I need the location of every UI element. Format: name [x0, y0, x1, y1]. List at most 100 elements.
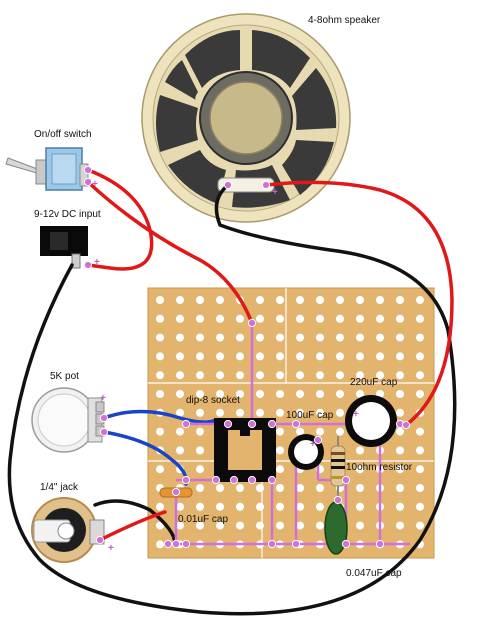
- board-hole: [196, 296, 204, 304]
- solder-point: [171, 539, 181, 549]
- board-hole: [356, 371, 364, 380]
- board-hole: [276, 314, 284, 323]
- board-hole: [196, 314, 204, 323]
- wire-red-jack: [98, 510, 167, 542]
- board-hole: [216, 333, 224, 342]
- solder-point: [247, 419, 257, 429]
- solder-point: [267, 419, 277, 429]
- board-hole: [176, 446, 184, 455]
- board-hole: [256, 333, 264, 342]
- label-cap-0047: 0.047uF cap: [346, 568, 402, 579]
- board-hole: [256, 352, 264, 361]
- board-hole: [176, 390, 184, 398]
- board-hole: [356, 502, 364, 511]
- board-hole: [256, 521, 264, 530]
- board-hole: [156, 502, 164, 511]
- board-hole: [396, 371, 404, 380]
- solder-point: [401, 420, 411, 430]
- board-hole: [296, 390, 304, 398]
- board-hole: [356, 484, 364, 492]
- ic-socket-icon: [214, 418, 276, 482]
- board-hole: [176, 314, 184, 323]
- solder-point: [313, 435, 323, 445]
- board-hole: [236, 502, 244, 511]
- solder-point: [181, 419, 191, 429]
- label-speaker: 4-8ohm speaker: [308, 15, 381, 26]
- board-hole: [336, 371, 344, 380]
- polarity-pot: +: [100, 393, 106, 404]
- board-hole: [376, 333, 384, 342]
- board-hole: [396, 427, 404, 436]
- board-hole: [316, 408, 324, 417]
- board-hole: [156, 465, 164, 474]
- board-hole: [316, 521, 324, 530]
- board-hole: [176, 352, 184, 361]
- board-hole: [176, 296, 184, 304]
- board-hole: [156, 296, 164, 304]
- board-hole: [316, 333, 324, 342]
- board-hole: [336, 408, 344, 417]
- board-hole: [396, 352, 404, 361]
- board-hole: [156, 352, 164, 361]
- board-hole: [396, 314, 404, 323]
- wire-red-speaker: [264, 180, 454, 427]
- board-hole: [216, 502, 224, 511]
- board-hole: [216, 352, 224, 361]
- resistor-icon: [330, 436, 346, 500]
- board-hole: [176, 408, 184, 417]
- board-hole: [336, 296, 344, 304]
- board-hole: [396, 333, 404, 342]
- board-hole: [356, 390, 364, 398]
- board-hole: [236, 371, 244, 380]
- board-hole: [356, 521, 364, 530]
- board-hole: [376, 371, 384, 380]
- board-hole: [216, 314, 224, 323]
- board-hole: [316, 484, 324, 492]
- board-hole: [296, 352, 304, 361]
- board-hole: [156, 333, 164, 342]
- board-hole: [196, 408, 204, 417]
- board-hole: [276, 427, 284, 436]
- wire-blue-1: [102, 409, 218, 424]
- board-hole: [256, 371, 264, 380]
- board-hole: [396, 408, 404, 417]
- board-hole: [356, 352, 364, 361]
- board-hole: [296, 521, 304, 530]
- solder-point: [181, 475, 191, 485]
- polarity-dc: +: [94, 257, 100, 268]
- board-hole: [336, 333, 344, 342]
- board-hole: [356, 446, 364, 455]
- board-hole: [376, 352, 384, 361]
- board-hole: [276, 502, 284, 511]
- board-hole: [156, 427, 164, 436]
- board-hole: [416, 465, 424, 474]
- label-cap-100: 100uF cap: [286, 410, 334, 421]
- board-hole: [176, 371, 184, 380]
- board-hole: [156, 314, 164, 323]
- wire-black-speaker: [7, 183, 457, 616]
- board-hole: [216, 390, 224, 398]
- board-hole: [256, 390, 264, 398]
- board-hole: [416, 352, 424, 361]
- board-hole: [196, 390, 204, 398]
- board-hole: [316, 390, 324, 398]
- board-hole: [276, 371, 284, 380]
- solder-point: [267, 475, 277, 485]
- board-hole: [196, 446, 204, 455]
- board-hole: [296, 314, 304, 323]
- board-hole: [416, 521, 424, 530]
- board-hole: [156, 521, 164, 530]
- board-hole: [216, 408, 224, 417]
- board-hole: [316, 427, 324, 436]
- board-hole: [416, 427, 424, 436]
- board-hole: [336, 314, 344, 323]
- label-cap-220: 220uF cap: [350, 377, 398, 388]
- board-hole: [416, 296, 424, 304]
- board-hole: [336, 390, 344, 398]
- board-hole: [356, 465, 364, 474]
- board-hole: [156, 371, 164, 380]
- board-hole: [236, 390, 244, 398]
- label-jack: 1/4" jack: [40, 482, 79, 493]
- board-hole: [196, 427, 204, 436]
- board-hole: [416, 390, 424, 398]
